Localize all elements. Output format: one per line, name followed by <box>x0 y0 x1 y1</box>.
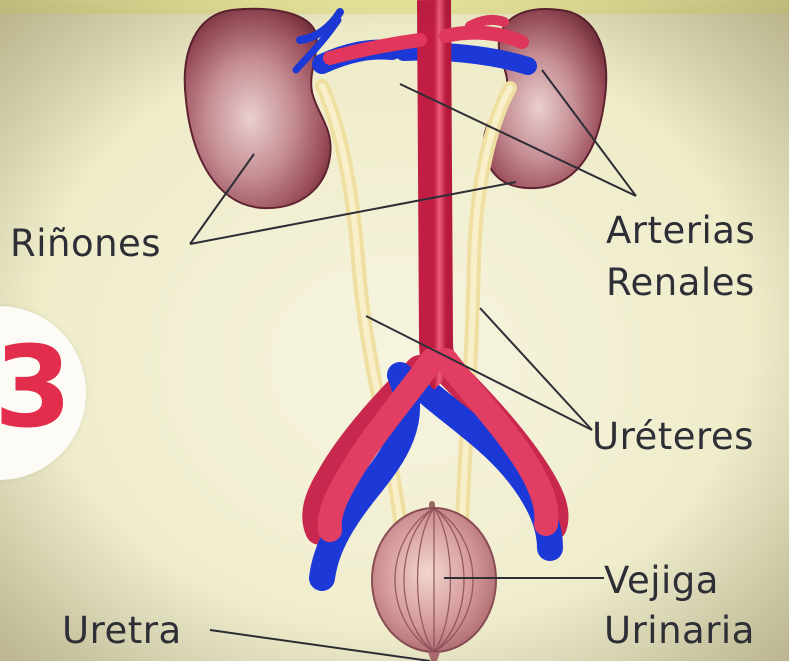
badge-number: 3 <box>0 332 72 444</box>
label-renal-arteries-line1: Arterias <box>606 212 755 249</box>
label-urethra: Uretra <box>62 612 182 649</box>
label-bladder-line1: Vejiga <box>604 562 719 599</box>
label-kidneys: Riñones <box>10 225 161 262</box>
label-bladder-line2: Urinaria <box>604 612 755 649</box>
label-ureters: Uréteres <box>592 418 754 455</box>
label-renal-arteries-line2: Renales <box>606 264 755 301</box>
